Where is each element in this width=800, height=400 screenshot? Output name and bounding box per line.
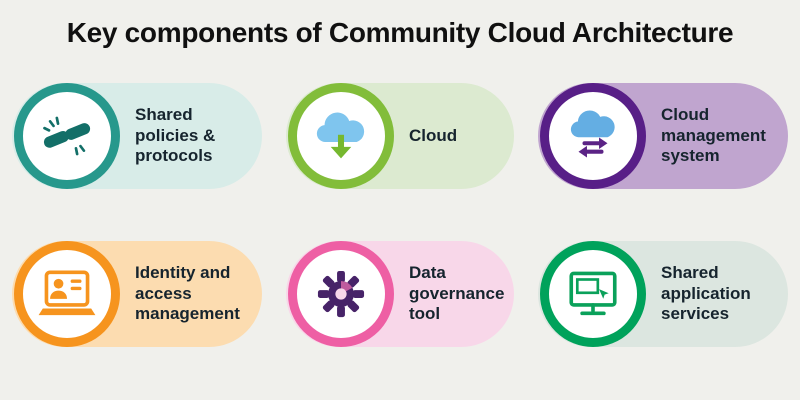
- card-label: Identity and access management: [135, 262, 240, 324]
- handshake-icon: [14, 83, 120, 189]
- card-label: Shared application services: [661, 262, 751, 324]
- card-identity-access: Identity and access management: [12, 241, 262, 347]
- monitor-icon: [540, 241, 646, 347]
- identity-access-icon: [14, 241, 120, 347]
- card-label: Shared policies & protocols: [135, 104, 216, 166]
- card-label: Cloud: [409, 125, 458, 145]
- card-label: Data governance tool: [409, 262, 505, 324]
- page-title: Key components of Community Cloud Archit…: [66, 17, 734, 48]
- gear-icon: [288, 241, 394, 347]
- cloud-download-icon: [288, 83, 394, 189]
- card-cloud: Cloud: [286, 83, 514, 189]
- cards-grid: Shared policies & protocols Cloud: [12, 83, 788, 347]
- cloud-sync-icon: [540, 83, 646, 189]
- card-data-governance: Data governance tool: [286, 241, 514, 347]
- card-shared-applications: Shared application services: [538, 241, 788, 347]
- card-label: Cloud management system: [661, 104, 766, 166]
- card-shared-policies: Shared policies & protocols: [12, 83, 262, 189]
- card-cloud-management: Cloud management system: [538, 83, 788, 189]
